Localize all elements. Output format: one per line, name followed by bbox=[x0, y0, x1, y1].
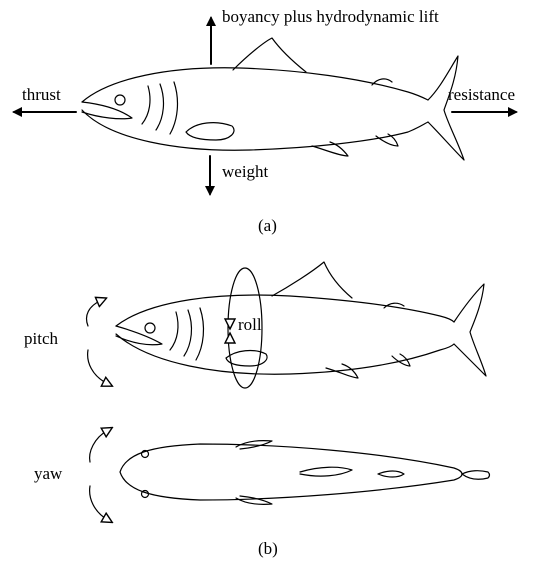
fish-body-top bbox=[120, 444, 462, 500]
anal-fin-b bbox=[392, 354, 410, 366]
lift-label: boyancy plus hydrodynamic lift bbox=[222, 8, 439, 25]
resistance-label: resistance bbox=[448, 86, 515, 103]
dorsal-fin-a bbox=[233, 38, 306, 72]
roll-label: roll bbox=[238, 316, 262, 333]
panel-b-fish-top bbox=[120, 441, 490, 505]
pitch-arrow-down bbox=[88, 350, 108, 384]
pitch-label: pitch bbox=[24, 330, 58, 347]
eye-a bbox=[115, 95, 125, 105]
tail-fin-top bbox=[462, 471, 490, 480]
tail-fin-a bbox=[428, 56, 464, 160]
roll-arrow-down bbox=[225, 319, 235, 329]
dorsal-fin-top bbox=[300, 467, 352, 476]
gill-arcs-b bbox=[170, 308, 203, 360]
dorsal-fin-b bbox=[272, 262, 352, 298]
caption-b: (b) bbox=[258, 540, 278, 557]
panel-a-fish bbox=[82, 38, 464, 160]
eye-b bbox=[145, 323, 155, 333]
adipose-fin-top bbox=[378, 471, 404, 477]
roll-arrow-up bbox=[225, 333, 235, 343]
fish-body-b bbox=[116, 295, 454, 374]
eye-top-right bbox=[142, 491, 149, 498]
tail-fin-b bbox=[454, 284, 486, 376]
thrust-label: thrust bbox=[22, 86, 61, 103]
pitch-arrow-up bbox=[87, 300, 102, 326]
yaw-label: yaw bbox=[34, 465, 62, 482]
gill-arcs-a bbox=[142, 82, 177, 134]
pectoral-fin-a bbox=[186, 123, 234, 140]
pectoral-fin-top-lower bbox=[236, 496, 272, 504]
weight-label: weight bbox=[222, 163, 268, 180]
yaw-arrow-down bbox=[90, 486, 108, 520]
fish-body-a bbox=[82, 68, 428, 150]
caption-a: (a) bbox=[258, 217, 277, 234]
panel-b-fish-side bbox=[116, 262, 486, 388]
yaw-arrow-up bbox=[90, 430, 108, 462]
